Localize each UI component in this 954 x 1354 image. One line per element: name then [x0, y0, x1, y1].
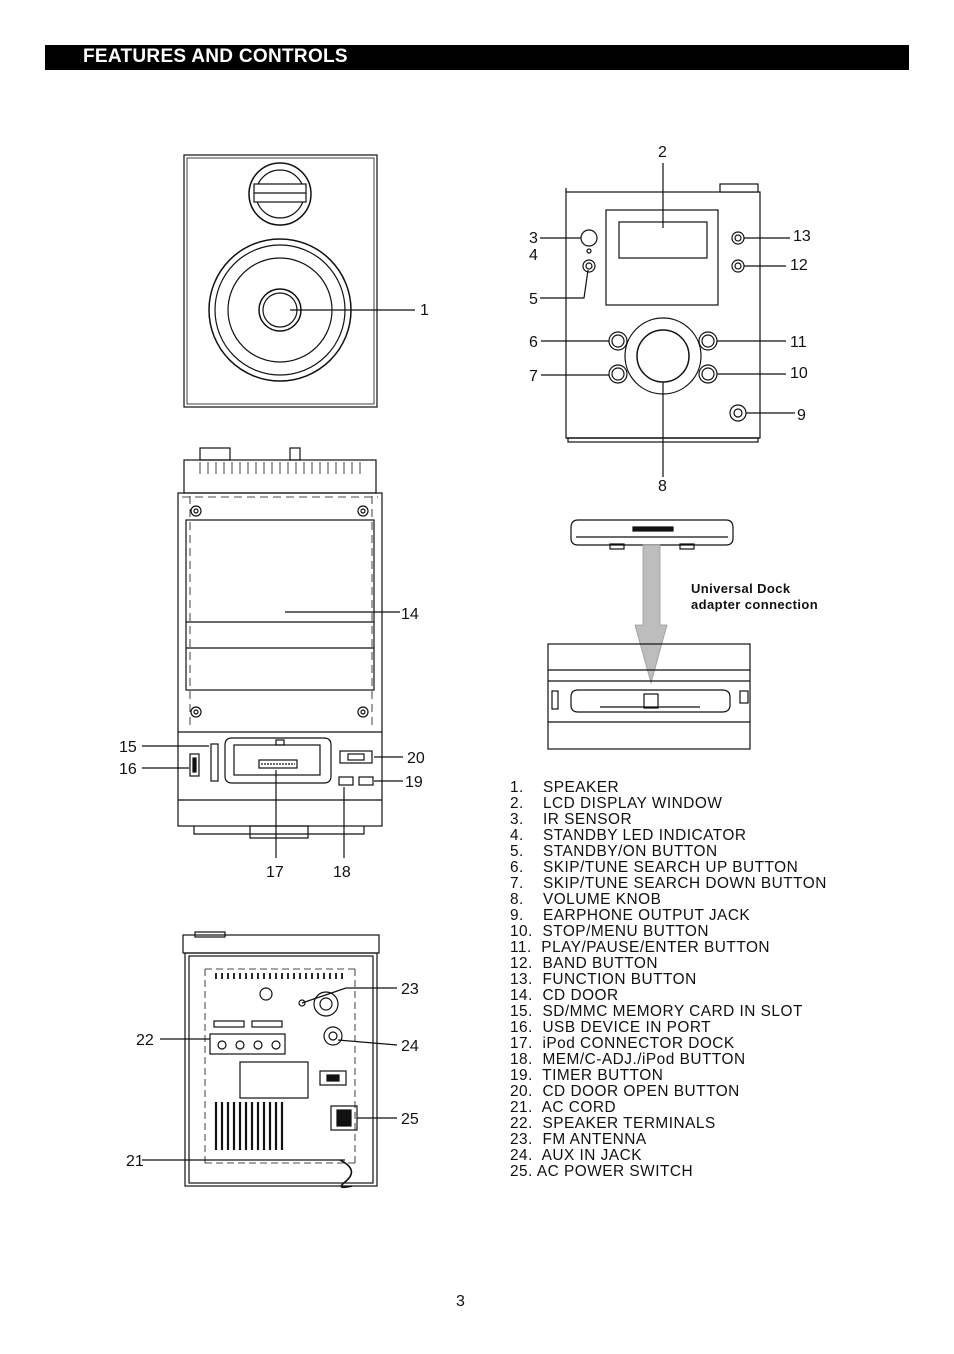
callout-25: 25	[401, 1111, 419, 1128]
dock-adapter-illustration	[547, 519, 751, 750]
callout-12: 12	[790, 257, 808, 274]
feature-item: 18. MEM/C-ADJ./iPod BUTTON	[510, 1051, 746, 1068]
callout-8: 8	[658, 478, 667, 495]
dock-caption-line2: adapter connection	[691, 597, 819, 612]
callout-7: 7	[529, 368, 538, 385]
feature-item: 25. AC POWER SWITCH	[510, 1163, 694, 1180]
callout-9: 9	[797, 407, 806, 424]
callout-23: 23	[401, 981, 419, 998]
callout-2: 2	[658, 144, 667, 161]
section-title: FEATURES AND CONTROLS	[83, 46, 348, 67]
callout-18: 18	[333, 864, 351, 881]
main-unit-front	[540, 163, 795, 477]
feature-item: 16. USB DEVICE IN PORT	[510, 1019, 712, 1036]
feature-item: 1. SPEAKER	[510, 779, 620, 796]
callout-13: 13	[793, 228, 811, 245]
feature-item: 13. FUNCTION BUTTON	[510, 971, 697, 988]
callout-24: 24	[401, 1038, 419, 1055]
section-header: FEATURES AND CONTROLS	[45, 45, 909, 70]
feature-item: 8. VOLUME KNOB	[510, 891, 662, 908]
callout-4: 4	[529, 247, 538, 264]
feature-item: 23. FM ANTENNA	[510, 1131, 647, 1148]
callout-1: 1	[420, 302, 429, 319]
feature-item: 24. AUX IN JACK	[510, 1147, 643, 1164]
dock-caption: Universal Dock adapter connection	[691, 581, 818, 613]
feature-item: 4. STANDBY LED INDICATOR	[510, 827, 747, 844]
callout-14: 14	[401, 606, 419, 623]
callout-17: 17	[266, 864, 284, 881]
callout-6: 6	[529, 334, 538, 351]
speaker-illustration	[183, 154, 415, 408]
feature-item: 6. SKIP/TUNE SEARCH UP BUTTON	[510, 859, 799, 876]
feature-item: 5. STANDBY/ON BUTTON	[510, 843, 718, 860]
feature-item: 12. BAND BUTTON	[510, 955, 658, 972]
feature-item: 15. SD/MMC MEMORY CARD IN SLOT	[510, 1003, 803, 1020]
callout-21: 21	[126, 1153, 144, 1170]
callout-19: 19	[405, 774, 423, 791]
main-unit-rear	[142, 931, 398, 1189]
page-number: 3	[456, 1293, 465, 1310]
main-unit-top	[142, 447, 403, 858]
feature-item: 7. SKIP/TUNE SEARCH DOWN BUTTON	[510, 875, 827, 892]
feature-item: 11. PLAY/PAUSE/ENTER BUTTON	[510, 939, 771, 956]
dock-caption-line1: Universal Dock	[691, 581, 791, 596]
feature-item: 3. IR SENSOR	[510, 811, 633, 828]
feature-item: 14. CD DOOR	[510, 987, 619, 1004]
feature-item: 9. EARPHONE OUTPUT JACK	[510, 907, 751, 924]
callout-5: 5	[529, 291, 538, 308]
callout-labels: 1 2 3 4 5 6 7 8 9 10 11 12 13 14 15 16 1…	[119, 144, 811, 1170]
feature-item: 2. LCD DISPLAY WINDOW	[510, 795, 723, 812]
feature-item: 17. iPod CONNECTOR DOCK	[510, 1035, 735, 1052]
callout-3: 3	[529, 230, 538, 247]
feature-item: 22. SPEAKER TERMINALS	[510, 1115, 716, 1132]
feature-item: 21. AC CORD	[510, 1099, 617, 1116]
feature-item: 10. STOP/MENU BUTTON	[510, 923, 709, 940]
feature-item: 20. CD DOOR OPEN BUTTON	[510, 1083, 740, 1100]
callout-10: 10	[790, 365, 808, 382]
features-list: 1. SPEAKER 2. LCD DISPLAY WINDOW 3. IR S…	[510, 780, 827, 1180]
callout-11: 11	[790, 334, 807, 351]
callout-22: 22	[136, 1032, 154, 1049]
feature-item: 19. TIMER BUTTON	[510, 1067, 664, 1084]
callout-20: 20	[407, 750, 425, 767]
callout-15: 15	[119, 739, 137, 756]
callout-16: 16	[119, 761, 137, 778]
